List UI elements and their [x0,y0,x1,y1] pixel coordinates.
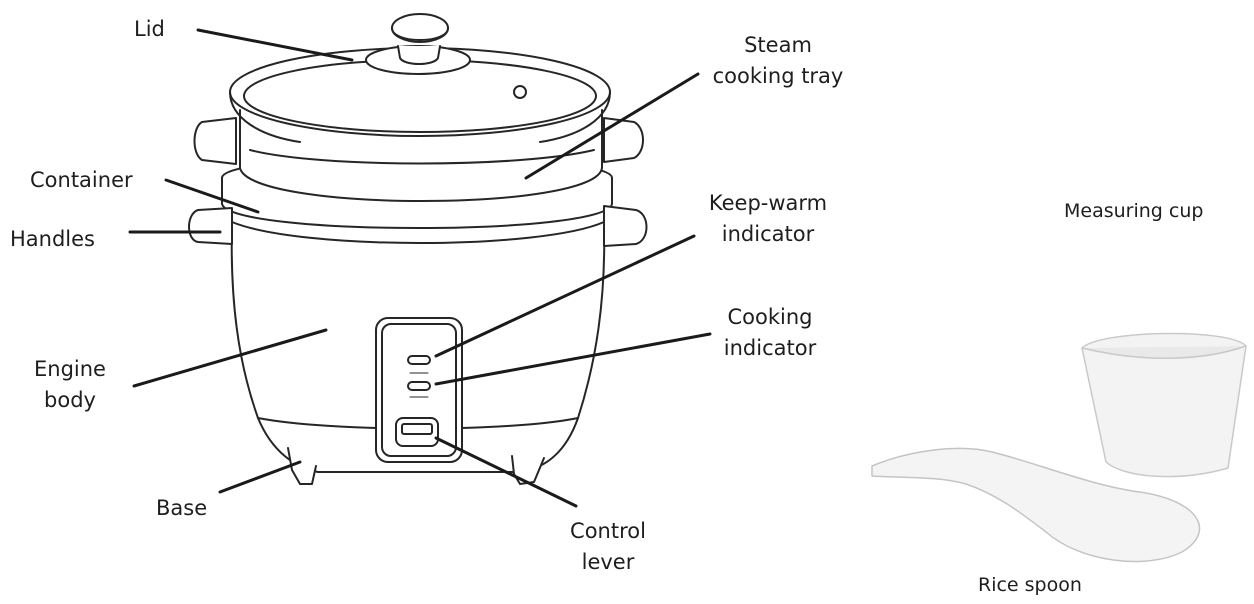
label-steam-cooking-tray: Steam cooking tray [688,30,868,92]
label-steam-cooking-tray-line-2: cooking tray [712,64,844,88]
cooking-light [407,381,431,391]
label-keep-warm-indicator-line-1: Keep-warm [708,191,828,215]
label-keep-warm-indicator: Keep-warm indicator [676,188,860,250]
control-panel [375,317,463,463]
label-measuring-cup: Measuring cup [1064,200,1204,222]
label-lid: Lid [134,17,165,41]
label-handles: Handles [10,227,95,251]
cooker-base [287,447,545,485]
label-steam-cooking-tray-line-1: Steam [744,33,812,57]
container-handles [188,205,648,247]
lid-knob [365,13,471,75]
label-cooking-indicator-line-1: Cooking [727,305,813,329]
leader-base [218,460,302,494]
label-container: Container [30,168,133,192]
label-base: Base [156,496,208,520]
leader-container [164,178,260,214]
leader-lid [196,28,354,62]
leader-keep-warm [434,234,696,358]
label-cooking-indicator-line-2: indicator [723,336,817,360]
label-keep-warm-indicator-line-2: indicator [721,222,815,246]
label-cooking-indicator: Cooking indicator [690,302,850,364]
leader-cooking-indicator [434,332,712,386]
measuring-cup [1081,332,1247,478]
label-control-lever-line-1: Control [570,519,646,543]
label-control-lever: Control lever [548,516,668,578]
leader-lines [128,28,712,508]
label-engine-body-line-2: body [44,388,96,412]
keep-warm-light [407,355,431,365]
leader-steam-tray [524,72,700,180]
control-lever-switch [395,417,439,447]
leader-control-lever [434,436,578,508]
label-engine-body-line-1: Engine [34,357,106,381]
leader-engine-body [132,328,328,388]
label-control-lever-line-2: lever [581,550,635,574]
label-rice-spoon: Rice spoon [978,574,1082,596]
label-engine-body: Engine body [10,354,130,416]
steam-cooking-tray [193,109,644,202]
rice-spoon [871,447,1201,563]
